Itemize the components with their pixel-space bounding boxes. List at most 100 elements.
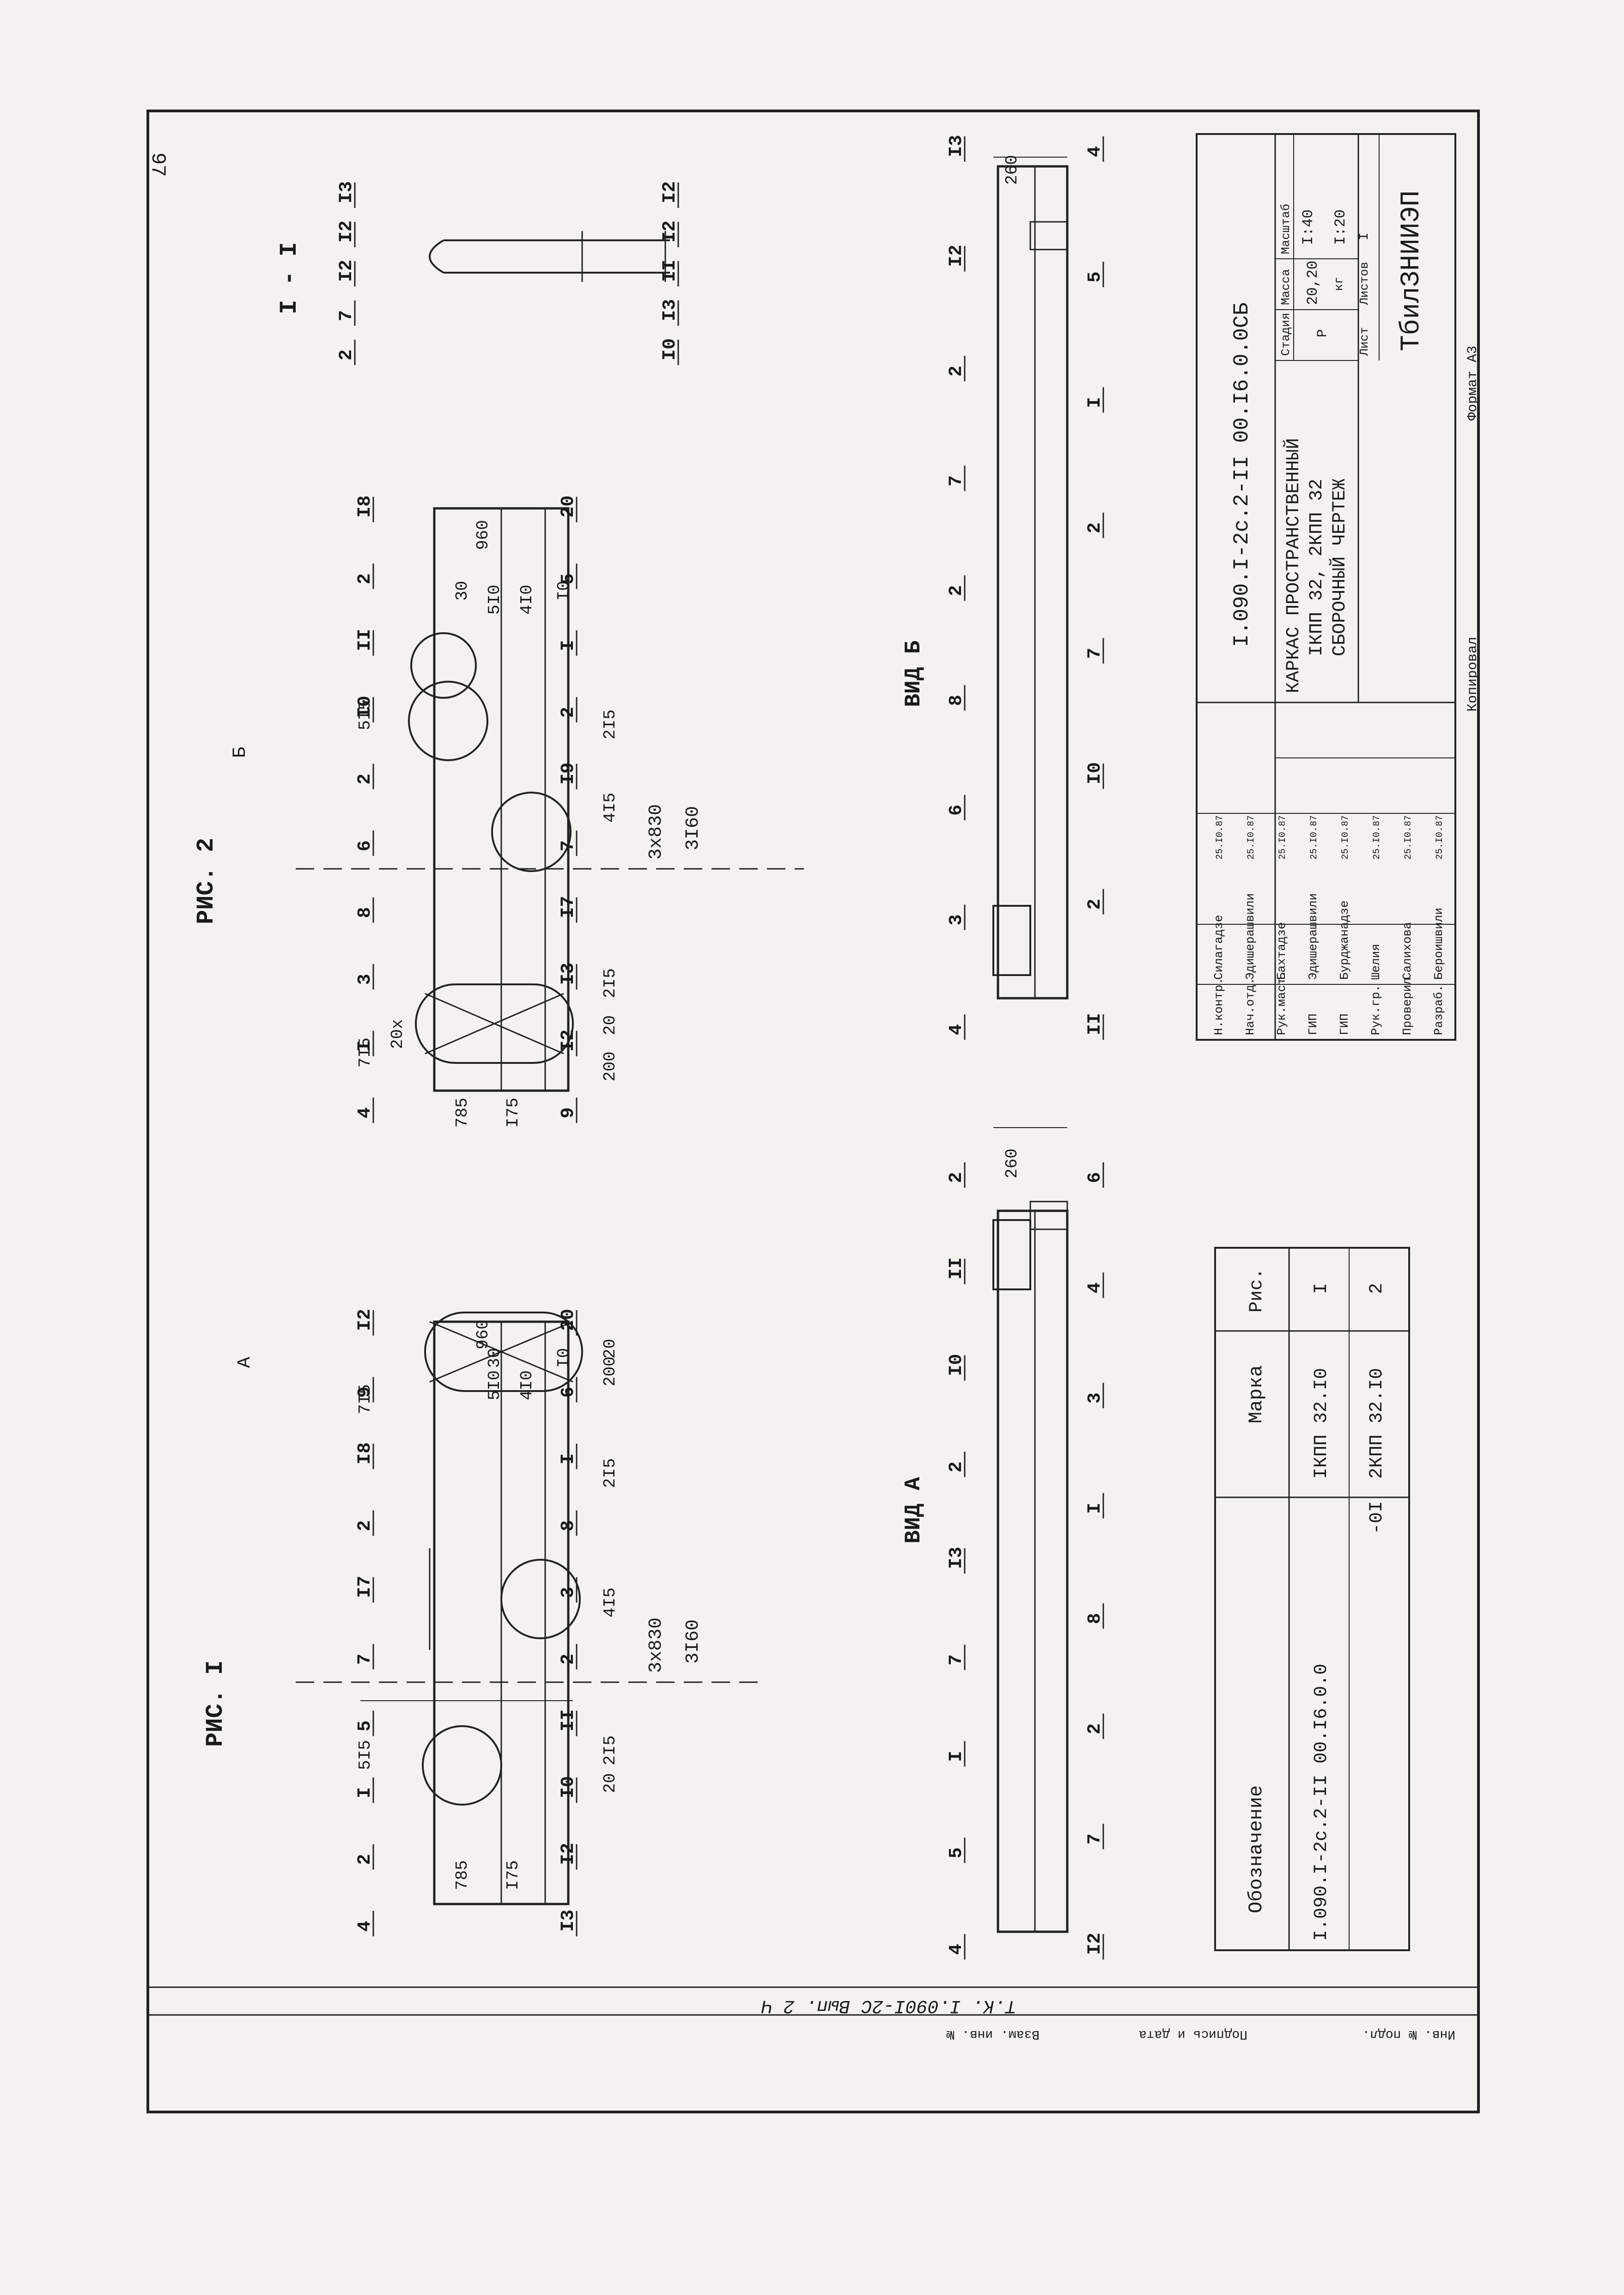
staff-date: 25.I0.87 (1246, 815, 1257, 860)
callout-view_a-4: I3 (946, 1547, 967, 1569)
stamp-label-inv: Инв. № подл. (1362, 2027, 1455, 2041)
callout-fig1-11: I2 (558, 1843, 579, 1865)
sheet-label: Лист (1357, 327, 1371, 356)
callout-view_b-12: 7 (1085, 648, 1106, 659)
callout-section-8: I2 (660, 220, 681, 243)
section-detail (429, 231, 670, 282)
title-line-3: СБОРОЧНЫЙ ЧЕРТЕЖ (1329, 479, 1350, 656)
fig2-detail-circle-17 (408, 681, 488, 761)
fig2-loop-end (415, 983, 574, 1064)
callout-section-0: 2 (336, 349, 357, 360)
callout-fig1-2: I (355, 1787, 376, 1798)
dim-30-fig2: 30 (453, 581, 472, 601)
copied-label: Копировал (1465, 637, 1481, 712)
title-line-1: КАРКАС ПРОСТРАНСТВЕННЫЙ (1283, 438, 1304, 693)
callout-view_a-3: 7 (946, 1654, 967, 1666)
callout-fig2-12: I3 (558, 963, 579, 985)
callout-view_a-14: 3 (1085, 1392, 1106, 1404)
callout-view_a-11: 2 (1085, 1723, 1106, 1734)
staff-name: Бероишвили (1432, 908, 1446, 980)
view-a-beam-outline (997, 1209, 1069, 1933)
dim-415-fig2: 4I5 (601, 793, 620, 823)
callout-section-4: I3 (336, 181, 357, 203)
callout-view_b-9: II (1085, 1013, 1106, 1035)
arrow-b-label: Б (230, 747, 251, 758)
dim-20-fig2: 20 (601, 1015, 620, 1035)
sheet-number: 97 (146, 153, 169, 177)
callout-view_b-5: 7 (946, 475, 967, 486)
staff-name: Шелия (1369, 944, 1383, 980)
staff-name: Бахтадзе (1275, 922, 1289, 980)
callout-fig2-14: 7 (558, 840, 579, 851)
dim-785-fig1: 785 (453, 1860, 472, 1890)
callout-fig1-9: I2 (355, 1309, 376, 1331)
outer-frame (146, 110, 1480, 2113)
view-b-plate (1029, 221, 1068, 250)
staff-date: 25.I0.87 (1340, 815, 1351, 860)
staff-date: 25.I0.87 (1372, 815, 1382, 860)
fig1-plan (296, 1312, 758, 1905)
callout-view_a-7: II (946, 1257, 967, 1280)
arrow-a-label: А (235, 1357, 255, 1368)
callout-fig2-19: 20 (558, 495, 579, 518)
callout-view_a-1: 5 (946, 1847, 967, 1858)
col-stage-header: Стадия (1279, 312, 1293, 356)
col-mass-header: Масса (1279, 269, 1293, 305)
callout-fig1-14: 2 (558, 1654, 579, 1665)
dim-3x830-fig2: 3х830 (646, 804, 667, 860)
dim-960-fig2: 960 (474, 520, 493, 550)
staff-role: ГИП (1338, 1013, 1351, 1035)
view-a-caption: ВИД А (901, 1477, 926, 1544)
callout-fig1-16: 8 (558, 1520, 579, 1531)
dim-200-fig2: 200 (601, 1051, 620, 1081)
staff-name: Эдишерашвили (1243, 893, 1257, 980)
callout-fig1-6: 2 (355, 1520, 376, 1531)
dim-175-fig1: I75 (504, 1860, 523, 1890)
callout-fig2-16: 2 (558, 707, 579, 718)
callout-view_b-6: 2 (946, 366, 967, 377)
view-a-end-block (992, 1219, 1031, 1290)
fig2-detail-circle-18 (491, 792, 572, 872)
callout-fig2-18: 5 (558, 573, 579, 584)
staff-date: 25.I0.87 (1277, 815, 1288, 860)
fig2-detail-circle-19 (410, 632, 477, 699)
view-a-plate (1029, 1201, 1068, 1230)
callout-fig2-13: I7 (558, 896, 579, 918)
organization: ТбилЗНИИЭП (1397, 190, 1427, 351)
callout-fig1-13: II (558, 1709, 579, 1732)
callout-view_b-1: 3 (946, 914, 967, 925)
dim-20-fig1-a: 20 (601, 1339, 620, 1359)
callout-fig1-17: I (558, 1453, 579, 1465)
callout-fig2-6: I0 (355, 696, 376, 718)
staff-date: 25.I0.87 (1403, 815, 1414, 860)
staff-role: Рук.гр. (1369, 985, 1383, 1035)
dim-515-fig2: 5I5 (356, 700, 375, 730)
fig1-caption: РИС. I (202, 1660, 229, 1747)
callout-fig1-7: I8 (355, 1442, 376, 1465)
view-a-elevation (992, 1127, 1069, 1933)
view-b-elevation (992, 157, 1069, 1000)
callout-view_a-12: 8 (1085, 1613, 1106, 1624)
side-stamp: Инв. № подл. Подпись и дата Взам. инв. №… (148, 1986, 1478, 2041)
stamp-label-sign: Подпись и дата (1139, 2027, 1247, 2041)
callout-view_b-4: 2 (946, 585, 967, 596)
callout-section-9: I2 (660, 181, 681, 203)
fig1-diagonal (429, 1321, 573, 1383)
callout-fig2-5: 2 (355, 774, 376, 785)
spec-row2-mark: 2КПП 32.I0 (1367, 1368, 1387, 1479)
callout-fig2-8: 2 (355, 573, 376, 584)
staff-name: Силагадзе (1212, 915, 1226, 980)
callout-section-6: I3 (660, 299, 681, 321)
staff-date: 25.I0.87 (1435, 815, 1445, 860)
callout-section-5: I0 (660, 338, 681, 360)
callout-fig1-1: 2 (355, 1854, 376, 1865)
callout-fig1-3: 5 (355, 1721, 376, 1732)
callout-fig1-4: 7 (355, 1654, 376, 1665)
dim-215-fig1-b: 2I5 (601, 1458, 620, 1488)
dim-20-fig1-b: 20 (601, 1773, 620, 1793)
callout-fig2-17: I (558, 640, 579, 651)
callout-view_b-2: 6 (946, 805, 967, 816)
callout-view_b-16: 4 (1085, 146, 1106, 157)
dim-960-fig1: 960 (474, 1319, 493, 1349)
